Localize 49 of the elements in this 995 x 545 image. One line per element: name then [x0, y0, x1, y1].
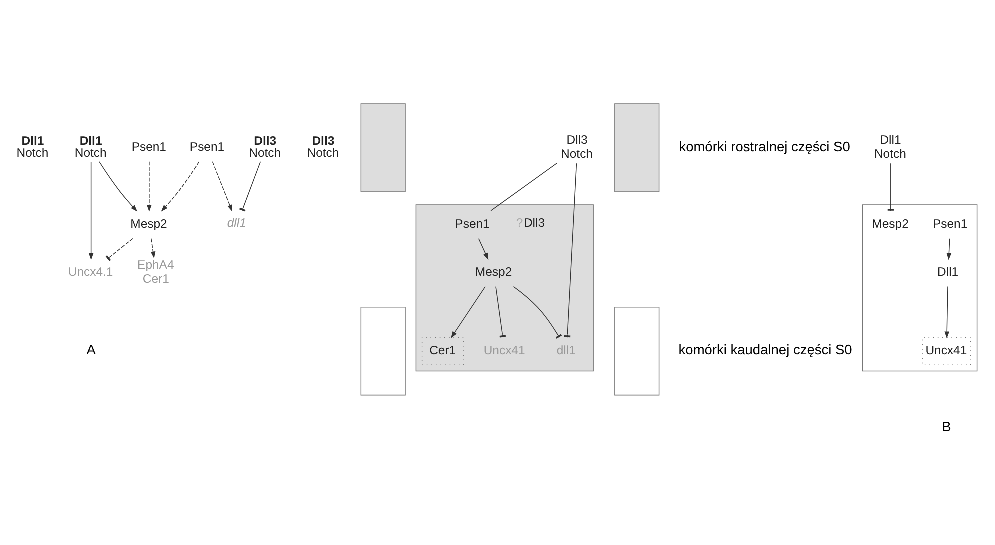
label: A [86, 342, 96, 358]
node-text: Dll3 Notch [248, 133, 281, 160]
node-text: dll1 [556, 342, 576, 357]
connector [105, 238, 133, 261]
arrow [146, 161, 152, 212]
arrow [946, 238, 952, 260]
node-text: Mesp2 [474, 264, 512, 278]
arrow [98, 161, 138, 212]
node-text: Dll1 Notch [74, 133, 106, 160]
cluster [415, 204, 594, 372]
cluster [862, 204, 978, 372]
connector [512, 286, 562, 338]
arrow [944, 286, 950, 338]
node-box [360, 306, 406, 396]
arrow [478, 238, 488, 260]
node-text: Dll1 [937, 264, 958, 278]
node-text: Uncx41 [483, 342, 525, 357]
node-box [614, 103, 660, 192]
node-box [614, 306, 660, 396]
node-text: Dll3 Notch [560, 132, 592, 160]
connector [887, 162, 894, 211]
node-text: Dll1 Notch [16, 133, 48, 160]
arrow [212, 161, 232, 212]
arrow [160, 161, 200, 212]
node-text: Psen1 [454, 216, 490, 230]
node-label: ? [516, 215, 523, 230]
node-text: Psen1 [131, 139, 166, 154]
node-text: Uncx4.1 [68, 264, 113, 278]
arrow [150, 238, 156, 258]
connector [564, 162, 577, 338]
arrow [88, 161, 94, 260]
node-text: dll1 [226, 215, 246, 230]
node-box [360, 103, 406, 192]
node-text: EphA4 Cer1 [137, 258, 174, 286]
arrow [450, 286, 486, 338]
label: komórki rostralnej części S0 [678, 138, 850, 154]
node-text: Psen1 [932, 216, 968, 230]
node-text: Dll1 Notch [874, 132, 906, 160]
connector [238, 161, 261, 212]
node-text: Mesp2 [872, 216, 908, 230]
node-text: Psen1 [189, 139, 224, 154]
label: komórki kaudalnej części S0 [678, 342, 852, 358]
node-text: Dll3 [523, 215, 545, 230]
node-box: Uncx41 [922, 336, 971, 365]
node-box: Cer1 [421, 336, 464, 365]
connector [490, 162, 557, 211]
label: B [942, 419, 951, 434]
node-text: Dll3 Notch [306, 133, 339, 160]
node-text: Mesp2 [130, 216, 167, 230]
